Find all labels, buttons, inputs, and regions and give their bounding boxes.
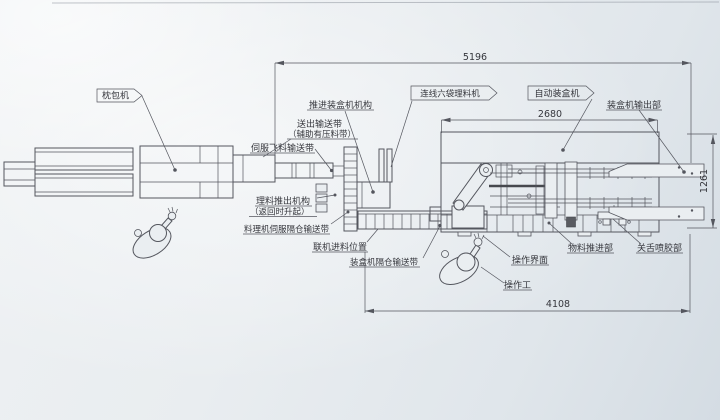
label-operator: 操作工 [504,279,531,291]
label-auto-cartoner: 自动装盒机 [534,88,579,100]
dimension-value-2680: 2680 [538,109,562,120]
pillow-machine-drawing [3,145,276,199]
flag-label-auto-cartoner: 自动装盒机 [527,85,595,101]
dimension-cartoner-length: 2680 [441,109,658,133]
label-pillow-machine: 枕包机 [102,90,129,102]
cartoner-drawing [429,131,705,237]
label-servo-compartment-belt: 料理机伺服隔仓输送带 [244,224,330,235]
label-inline-feed-position: 联机进料位置 [313,241,367,253]
cartoner-output-plates [608,163,705,221]
servo-fly-belt-drawing [274,162,344,179]
label-outfeed-belt-note: （辅助有压料带） [288,129,356,140]
dimension-cartoner-width: 1261 [687,133,717,229]
dimension-value-4108: 4108 [546,299,570,310]
flag-label-pillow-machine: 枕包机 [96,88,143,103]
flag-label-six-bag-machine: 连线六袋理料机 [410,85,498,101]
label-material-pusher: 物料推进部 [568,242,613,254]
label-push-out-mechanism: 理料推出机构 [256,195,310,207]
text-labels: 推进装盒机机构 送出输送带 （辅助有压料带） 伺服飞料输送带 装盒机输出部 理料… [243,99,683,291]
label-cartoner-compartment-belt: 装盒机隔仓输送带 [350,257,419,268]
dimension-value-1261: 1261 [699,169,710,193]
label-push-to-cartoner: 推进装盒机机构 [309,99,372,111]
six-bag-collator-drawing [315,146,393,232]
leader-lines [141,95,686,284]
feed-arm [451,163,493,229]
label-tongue-glue-unit: 关舌喷胶部 [637,242,682,254]
operator-figure-left [132,206,178,259]
dimension-line-length: 4108 [364,234,691,314]
label-servo-fly-belt: 伺服飞料输送带 [251,142,314,154]
dimension-overall-length: 5196 [274,52,692,163]
operator-figure-right [439,232,485,285]
dimension-value-5196: 5196 [463,52,487,63]
label-push-out-mechanism-note: （返回时升起） [250,207,310,218]
label-six-bag-machine: 连线六袋理料机 [420,89,480,100]
label-cartoner-output: 装盒机输出部 [607,99,661,111]
label-operator-panel: 操作界面 [512,254,548,266]
label-outfeed-belt: 送出输送带 [297,118,342,130]
scan-edge [51,1,720,4]
